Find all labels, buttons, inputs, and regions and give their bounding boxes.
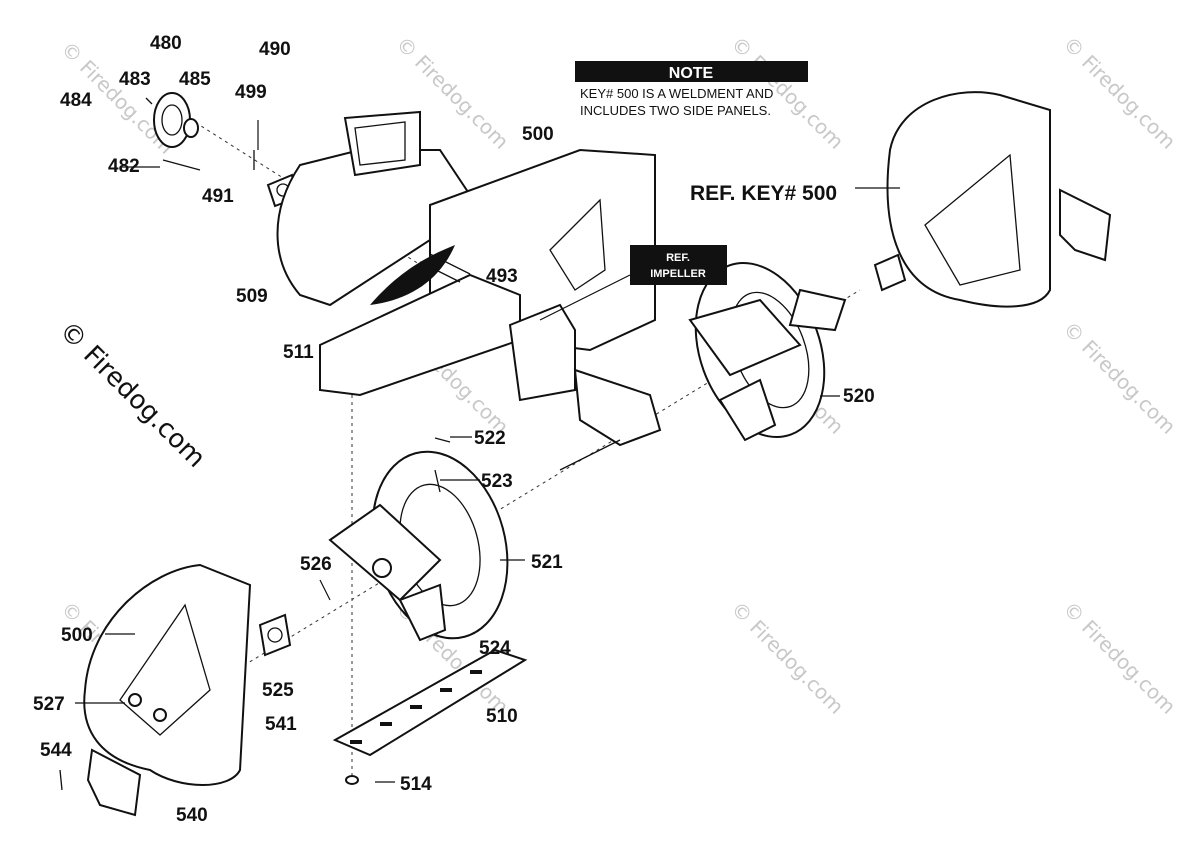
bearing-flange-right — [873, 253, 907, 292]
part-label: 526 — [300, 554, 332, 575]
part-label: 524 — [479, 638, 511, 659]
part-label: 485 — [179, 69, 211, 90]
part-label: 544 — [40, 740, 72, 761]
ref-impeller-callout: REF. IMPELLER — [630, 245, 727, 285]
left-side-panel — [59, 563, 292, 817]
impeller-520 — [688, 261, 847, 442]
gearbox-body — [508, 303, 576, 402]
gear-480 — [153, 92, 191, 148]
impeller-blade — [688, 298, 802, 377]
bolt-522 — [434, 437, 451, 443]
part-label: 522 — [474, 428, 506, 449]
watermark: © Firedog.com — [1058, 32, 1180, 154]
housing-opening — [370, 245, 455, 305]
gearbox — [508, 303, 662, 471]
scraper-bar-510 — [332, 648, 528, 785]
part-label: 510 — [486, 706, 518, 727]
part-label: 493 — [486, 266, 518, 287]
skid-shoe-right — [1059, 188, 1112, 262]
shear-pin-523 — [434, 469, 441, 493]
part-label: 480 — [150, 33, 182, 54]
part-label: 509 — [236, 286, 268, 307]
auger-housing — [276, 110, 656, 397]
bolts-493 — [419, 261, 461, 283]
auger-hub — [372, 558, 392, 578]
part-label: 491 — [202, 186, 234, 207]
chute-base — [343, 110, 421, 177]
bushing-485 — [183, 118, 199, 138]
right-side-panel — [873, 91, 1112, 308]
watermark: © Firedog.com — [1058, 597, 1180, 719]
part-label: 499 — [235, 82, 267, 103]
bolt-527 — [128, 693, 142, 707]
auger-blade — [328, 503, 442, 602]
note-header-bar — [575, 61, 808, 82]
part-label: 527 — [33, 694, 65, 715]
watermark-main: © Firedog.com — [53, 316, 211, 474]
part-label: 541 — [265, 714, 297, 735]
skid-shoe-540 — [86, 748, 142, 817]
side-panel-500-right — [886, 91, 1051, 308]
leader-lines — [75, 120, 900, 783]
ref-impeller-line-1: REF. — [666, 252, 690, 264]
part-label: 500 — [522, 124, 554, 145]
note-line-1: KEY# 500 IS A WELDMENT AND — [580, 86, 773, 101]
part-label: 521 — [531, 552, 563, 573]
part-label: 520 — [843, 386, 875, 407]
ref-impeller-box — [630, 245, 727, 285]
part-label: 482 — [108, 156, 140, 177]
part-label: 511 — [283, 342, 314, 363]
nut-514 — [345, 775, 359, 785]
bearing-flange-525 — [258, 613, 292, 657]
part-label: 525 — [262, 680, 294, 701]
watermark: © Firedog.com — [1058, 317, 1180, 439]
ref-key-label: REF. KEY# 500 — [690, 182, 837, 205]
gearbox-shaft-housing — [573, 368, 662, 447]
part-label: 500 — [61, 625, 93, 646]
auger-521 — [328, 437, 509, 642]
pin-482 — [162, 159, 201, 171]
part-label: 514 — [400, 774, 432, 795]
part-label: 484 — [60, 90, 92, 111]
note-header: NOTE — [669, 65, 714, 82]
part-label: 540 — [176, 805, 208, 826]
side-panel-500-left — [83, 563, 252, 786]
part-label: 490 — [259, 39, 291, 60]
part-labels: 480 490 483 485 484 499 482 491 500 509 … — [33, 33, 875, 826]
watermark: © Firedog.com — [726, 597, 848, 719]
ref-impeller-line-2: IMPELLER — [650, 268, 706, 280]
note-line-2: INCLUDES TWO SIDE PANELS. — [580, 103, 771, 118]
part-label: 523 — [481, 471, 513, 492]
part-label: 483 — [119, 69, 151, 90]
bolt-544 — [59, 769, 63, 791]
note-box: NOTE KEY# 500 IS A WELDMENT AND INCLUDES… — [575, 61, 808, 118]
scraper-bar — [332, 648, 528, 757]
